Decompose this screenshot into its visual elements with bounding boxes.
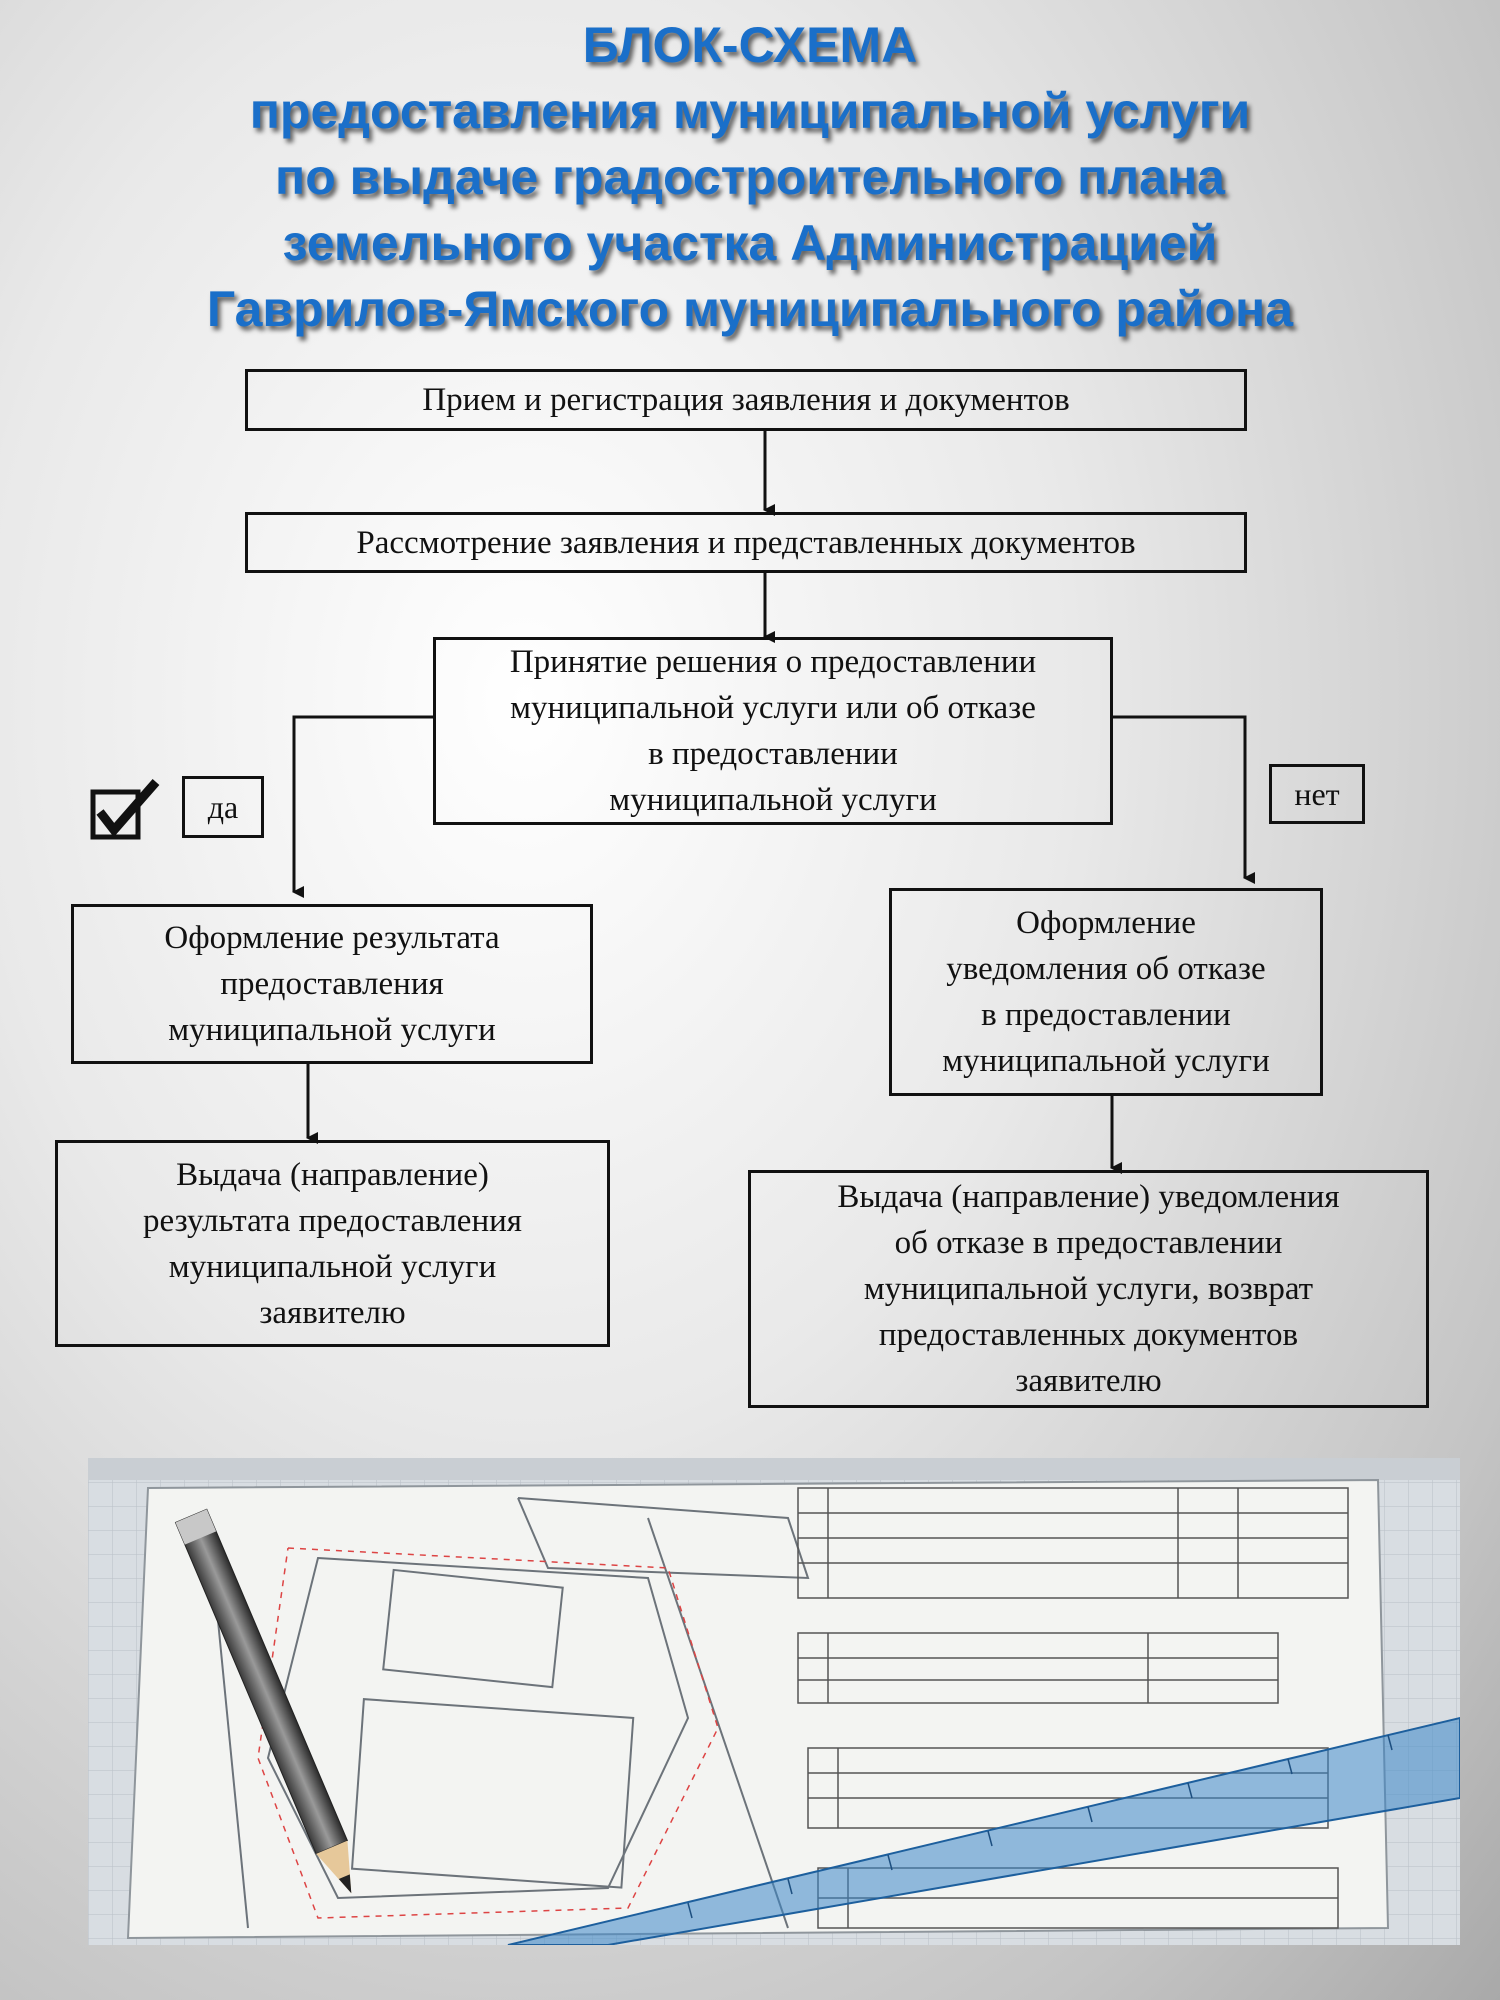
step-review-application: Рассмотрение заявления и представленных … <box>245 512 1247 573</box>
arrow-yes-branch <box>292 715 433 898</box>
decision-line: муниципальной услуги или об отказе <box>510 690 1036 726</box>
issue-refusal-line: заявителю <box>1015 1363 1162 1399</box>
title-line-1: БЛОК-СХЕМА <box>582 17 918 73</box>
branch-yes-text: да <box>207 788 239 825</box>
issue-result-line: муниципальной услуги <box>168 1248 497 1285</box>
step-receive-text: Прием и регистрация заявления и документ… <box>422 382 1070 418</box>
branch-no-label: нет <box>1269 764 1365 824</box>
arrow-no-branch <box>1112 715 1255 884</box>
issue-refusal-line: муниципальной услуги, возврат <box>863 1271 1314 1307</box>
issue-result-line: Выдача (направление) <box>176 1156 489 1193</box>
prepare-refusal-line: уведомления об отказе <box>946 951 1266 987</box>
prepare-refusal-line: Оформление <box>1016 905 1196 941</box>
issue-result-line: заявителю <box>259 1294 406 1331</box>
issue-refusal-line: Выдача (направление) уведомления <box>837 1179 1340 1215</box>
prepare-result-line: предоставления <box>220 966 444 1002</box>
diagram-title: БЛОК-СХЕМА предоставления муниципальной … <box>0 12 1500 342</box>
blueprint-illustration <box>88 1458 1460 1945</box>
step-prepare-result: Оформление результата предоставления мун… <box>71 904 593 1064</box>
decision-line: Принятие решения о предоставлении <box>509 644 1037 680</box>
prepare-result-line: муниципальной услуги <box>168 1012 496 1048</box>
step-issue-refusal: Выдача (направление) уведомления об отка… <box>748 1170 1429 1408</box>
step-review-text: Рассмотрение заявления и представленных … <box>356 524 1136 561</box>
issue-refusal-line: об отказе в предоставлении <box>894 1225 1283 1261</box>
prepare-refusal-line: муниципальной услуги <box>942 1043 1270 1079</box>
title-line-5: Гаврилов-Ямского муниципального района <box>206 281 1294 337</box>
title-line-3: по выдаче градостроительного плана <box>275 149 1225 205</box>
branch-yes-label: да <box>182 776 264 838</box>
issue-result-line: результата предоставления <box>143 1202 522 1239</box>
step-prepare-refusal: Оформление уведомления об отказе в предо… <box>889 888 1323 1096</box>
blueprint-photo <box>88 1458 1460 1945</box>
step-decision: Принятие решения о предоставлении муници… <box>433 637 1113 825</box>
prepare-result-line: Оформление результата <box>164 920 500 956</box>
step-receive-application: Прием и регистрация заявления и документ… <box>245 369 1247 431</box>
title-line-2: предоставления муниципальной услуги <box>249 83 1251 139</box>
flow-connectors <box>292 431 1255 1174</box>
prepare-refusal-line: в предоставлении <box>981 997 1231 1033</box>
title-line-4: земельного участка Администрацией <box>282 215 1218 271</box>
decision-line: муниципальной услуги <box>609 782 937 818</box>
branch-no-text: нет <box>1294 775 1340 812</box>
issue-refusal-line: предоставленных документов <box>878 1317 1299 1353</box>
step-issue-result: Выдача (направление) результата предоста… <box>55 1140 610 1347</box>
checkbox-checked-icon <box>90 779 160 840</box>
decision-line: в предоставлении <box>648 736 898 772</box>
